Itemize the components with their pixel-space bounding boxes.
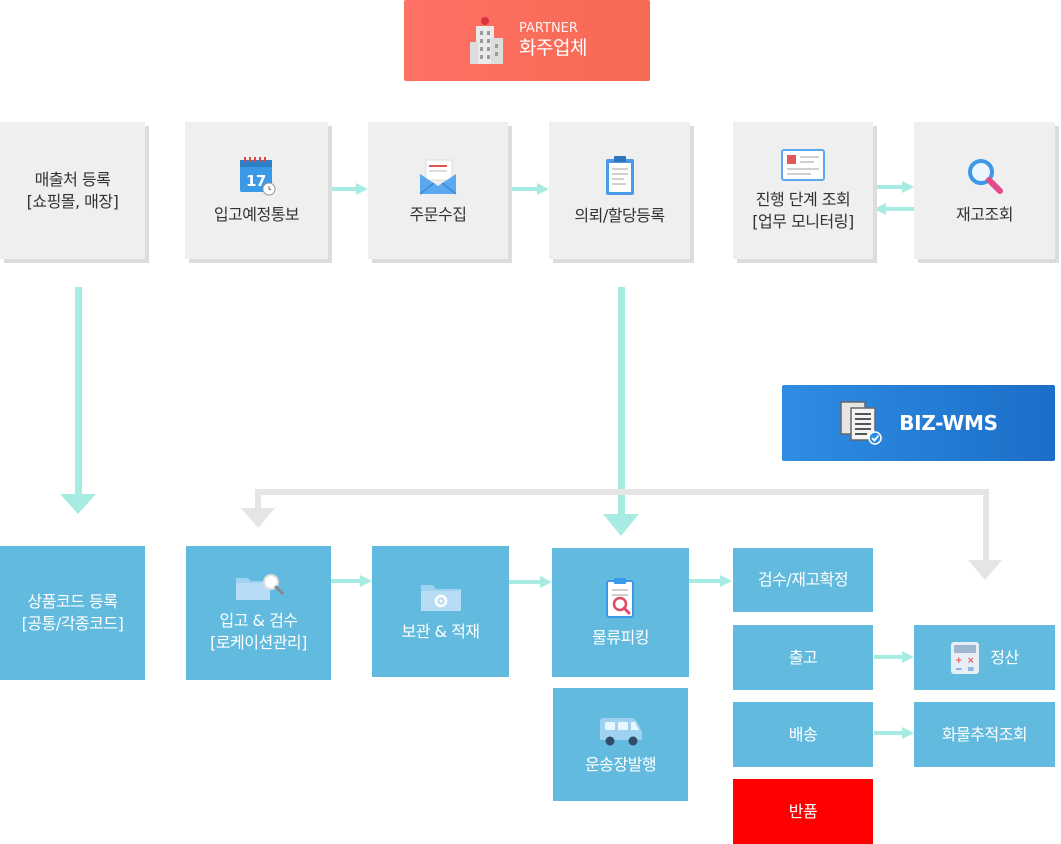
sales-register-box: 매출처 등록 [쇼핑몰, 매장] <box>0 122 145 259</box>
inventory-check-box: 재고조회 <box>914 122 1055 259</box>
inbound-inspect-sub: [로케이션관리] <box>210 633 307 652</box>
delivery-label: 배송 <box>788 724 818 744</box>
connector-progress-to-inventory <box>873 181 914 193</box>
connector-delivery-to-tracking <box>874 727 914 739</box>
progress-check-sub: [업무 모니터링] <box>752 211 854 231</box>
envelope-icon <box>419 159 457 195</box>
svg-text:=: = <box>967 665 974 675</box>
delivery-box: 배송 <box>733 702 873 767</box>
wms-title: BIZ-WMS <box>899 411 998 435</box>
partner-header: PARTNER 화주업체 <box>404 0 650 81</box>
documents-check-icon <box>840 401 882 445</box>
order-collect-box: 주문수집 <box>368 122 508 259</box>
connector-outbound-to-settlement <box>874 651 914 663</box>
connector-inventory-to-progress <box>874 203 914 215</box>
inbound-inspect-box: 입고 & 검수 [로케이션관리] <box>186 546 331 680</box>
wms-header: BIZ-WMS <box>782 385 1055 461</box>
returns-label: 반품 <box>788 801 818 821</box>
sales-register-sub: [쇼핑몰, 매장] <box>26 191 119 211</box>
arrow-request-to-picking <box>603 287 639 536</box>
order-collect-label: 주문수집 <box>409 204 467 224</box>
settlement-box: + × − = 정산 <box>914 625 1055 690</box>
inbound-notice-box: 17 입고예정통보 <box>185 122 328 259</box>
partner-label: PARTNER <box>519 21 578 36</box>
waybill-box: 운송장발행 <box>553 688 688 801</box>
connector-order-to-request <box>508 183 549 195</box>
product-code-box: 상품코드 등록 [공통/각종코드] <box>0 546 145 680</box>
connector-storage-to-picking <box>509 576 552 588</box>
calendar-icon: 17 <box>239 156 275 195</box>
building-icon <box>470 16 504 64</box>
van-icon <box>599 717 642 745</box>
svg-text:+: + <box>955 656 962 666</box>
magnifier-icon <box>967 158 1003 194</box>
tracking-box: 화물추적조회 <box>914 702 1055 767</box>
inbound-notice-label: 입고예정통보 <box>213 204 300 224</box>
inbound-inspect-label: 입고 & 검수 <box>219 611 298 630</box>
outbound-box: 출고 <box>733 625 873 690</box>
waybill-label: 운송장발행 <box>584 754 657 774</box>
calculator-icon: + × − = <box>951 641 980 675</box>
gray-distribution-bracket <box>241 489 1002 580</box>
inventory-check-label: 재고조회 <box>956 204 1013 224</box>
clipboard-icon <box>605 155 634 195</box>
svg-text:−: − <box>955 665 962 675</box>
sales-register-label: 매출처 등록 <box>34 169 111 189</box>
settlement-label: 정산 <box>990 647 1019 667</box>
returns-box: 반품 <box>733 779 873 844</box>
monitor-card-icon <box>781 148 825 181</box>
progress-check-label: 진행 단계 조회 <box>755 189 851 209</box>
svg-text:17: 17 <box>246 172 266 190</box>
folder-search-icon <box>235 574 283 600</box>
partner-title: 화주업체 <box>519 37 587 59</box>
connector-picking-to-inspect <box>689 575 732 587</box>
product-code-sub: [공통/각종코드] <box>21 614 124 633</box>
clipboard-search-icon <box>605 577 634 618</box>
folder-gear-icon <box>420 584 461 611</box>
request-alloc-box: 의뢰/할당등록 <box>549 122 690 259</box>
request-alloc-label: 의뢰/할당등록 <box>574 205 665 225</box>
product-code-label: 상품코드 등록 <box>27 592 118 611</box>
connector-inbound-to-order <box>328 183 368 195</box>
picking-label: 물류피킹 <box>592 627 649 647</box>
progress-check-box: 진행 단계 조회 [업무 모니터링] <box>733 122 873 259</box>
connector-inbound-to-storage <box>331 575 372 587</box>
tracking-label: 화물추적조회 <box>941 724 1028 744</box>
svg-text:×: × <box>967 656 974 666</box>
picking-box: 물류피킹 <box>552 548 689 677</box>
inspect-confirm-label: 검수/재고확정 <box>757 570 849 589</box>
inspect-confirm-box: 검수/재고확정 <box>733 548 873 612</box>
arrow-sales-to-product-code <box>60 287 96 514</box>
storage-box: 보관 & 적재 <box>372 546 509 677</box>
outbound-label: 출고 <box>788 647 818 667</box>
storage-label: 보관 & 적재 <box>401 621 480 641</box>
